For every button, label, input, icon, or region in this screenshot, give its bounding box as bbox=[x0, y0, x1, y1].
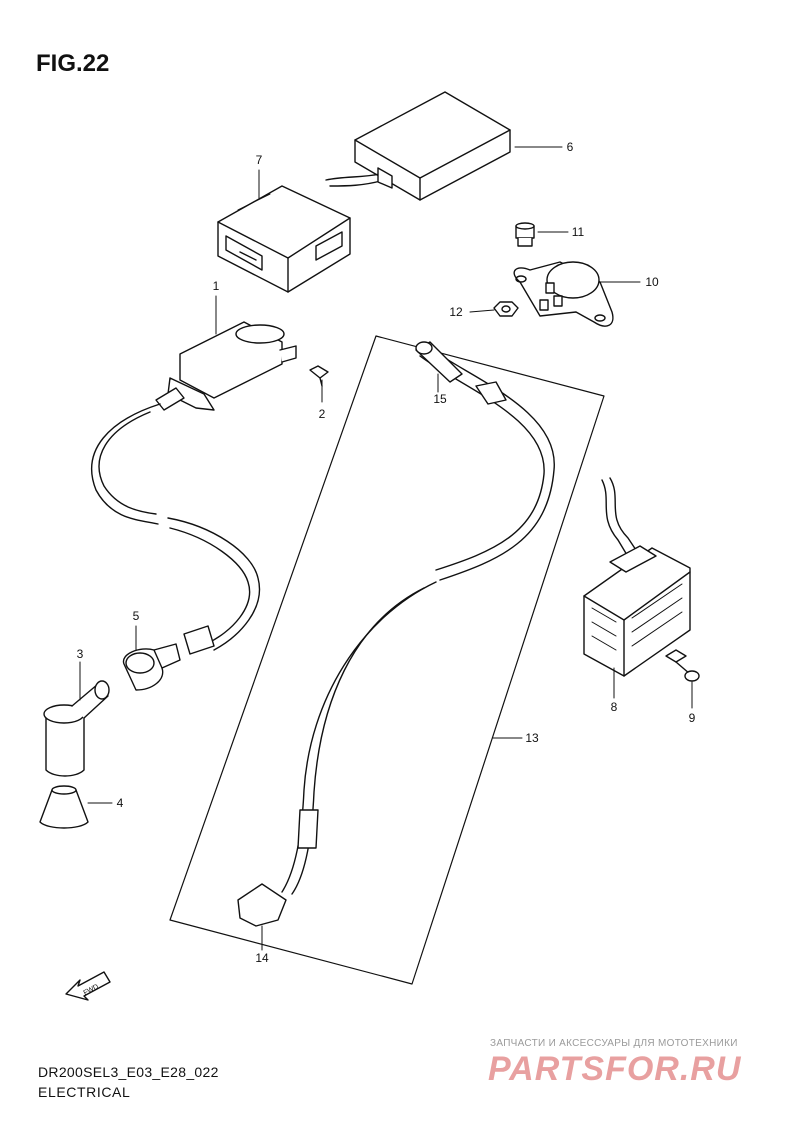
callout-9: 9 bbox=[689, 711, 696, 725]
part-13-assembly-outline bbox=[169, 335, 605, 985]
callout-6: 6 bbox=[567, 140, 574, 154]
part-14-cap[interactable] bbox=[237, 883, 287, 927]
watermark-logo: PARTSFOR.RU bbox=[488, 1050, 742, 1088]
coil-high-tension-lead bbox=[91, 403, 261, 655]
callout-4: 4 bbox=[117, 796, 124, 810]
part-5-grommet[interactable] bbox=[122, 643, 181, 691]
callout-3: 3 bbox=[77, 647, 84, 661]
callout-11: 11 bbox=[572, 225, 585, 239]
part-13-lead-wire[interactable] bbox=[281, 347, 555, 895]
callout-leaders bbox=[79, 146, 693, 951]
callout-10: 10 bbox=[645, 275, 659, 289]
part-3-plug-cap[interactable] bbox=[43, 680, 110, 777]
callout-8: 8 bbox=[611, 700, 618, 714]
svg-text:PARTSFOR.RU: PARTSFOR.RU bbox=[488, 1050, 742, 1088]
diagram-code: DR200SEL3_E03_E28_022 bbox=[38, 1064, 219, 1080]
part-7-ecu[interactable] bbox=[217, 185, 351, 293]
part-2-screw[interactable] bbox=[309, 365, 329, 387]
callout-7: 7 bbox=[256, 153, 263, 167]
part-10-starter-relay[interactable] bbox=[513, 261, 614, 327]
callout-5: 5 bbox=[133, 609, 140, 623]
watermark-tagline: ЗАПЧАСТИ И АКСЕССУАРЫ ДЛЯ МОТОТЕХНИКИ bbox=[490, 1038, 738, 1049]
diagram-section-title: ELECTRICAL bbox=[38, 1084, 131, 1100]
part-6-control-unit[interactable] bbox=[325, 91, 511, 201]
callout-15: 15 bbox=[433, 392, 447, 406]
figure-title: FIG.22 bbox=[36, 50, 110, 77]
part-9-bolt[interactable] bbox=[665, 649, 700, 682]
callout-14: 14 bbox=[255, 951, 269, 965]
callout-1: 1 bbox=[213, 279, 220, 293]
callout-12: 12 bbox=[449, 305, 463, 319]
part-15-terminal[interactable] bbox=[415, 341, 463, 383]
part-11-bolt[interactable] bbox=[515, 222, 535, 247]
part-8-regulator-rectifier[interactable] bbox=[583, 477, 691, 677]
part-4-cap-cover[interactable] bbox=[39, 785, 89, 829]
callout-2: 2 bbox=[319, 407, 326, 421]
fwd-direction-marker: FWD bbox=[65, 971, 111, 1001]
part-1-ignition-coil[interactable] bbox=[155, 321, 297, 411]
part-12-nut[interactable] bbox=[493, 301, 519, 317]
callout-13: 13 bbox=[525, 731, 539, 745]
